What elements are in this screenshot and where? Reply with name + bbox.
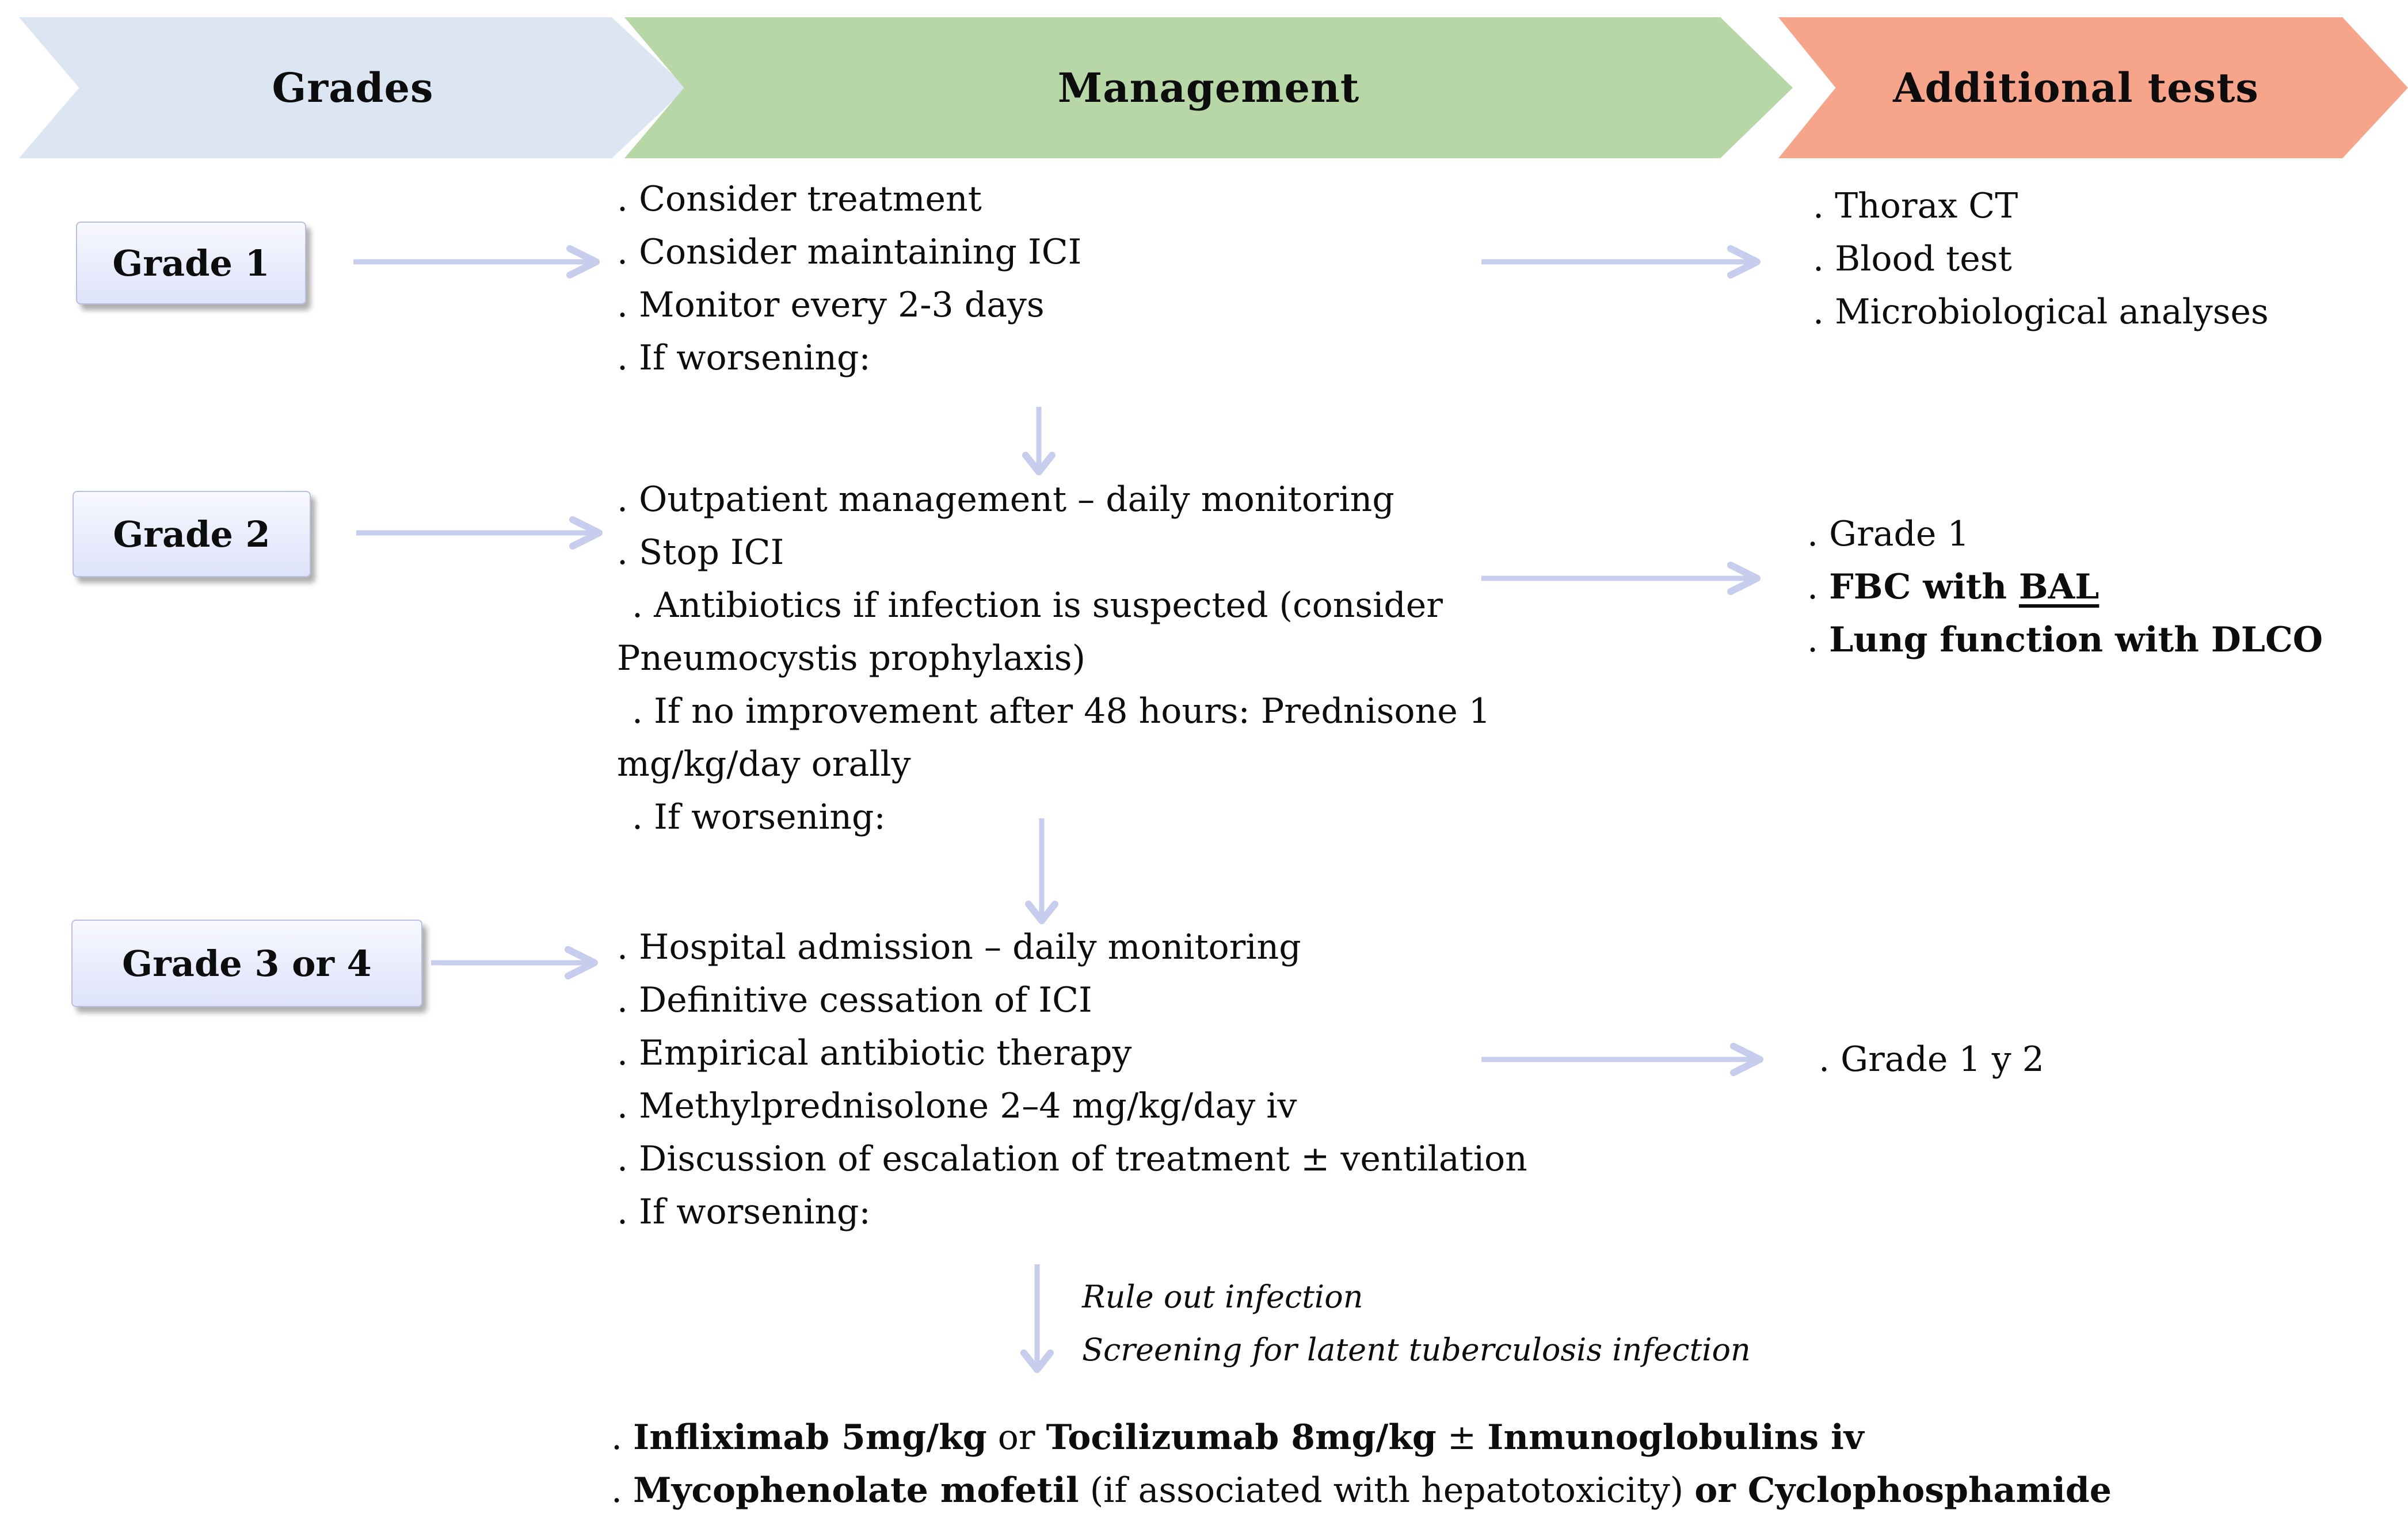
management-line: . If worsening: bbox=[617, 1192, 871, 1232]
arrow-management-to-tests-grade1-icon bbox=[1481, 245, 1761, 279]
final-treatment-line: . Mycophenolate mofetil (if associated w… bbox=[611, 1464, 2112, 1517]
header-band-additional-tests: Additional tests bbox=[1778, 17, 2408, 158]
grade2-management-list: . Outpatient management – daily monitori… bbox=[617, 473, 1491, 844]
management-line: . Outpatient management – daily monitori… bbox=[617, 479, 1394, 520]
management-line: . Monitor every 2-3 days bbox=[617, 285, 1045, 325]
tests-line-underlined-text: BAL bbox=[2018, 567, 2100, 607]
connector-text: ± bbox=[1436, 1417, 1488, 1458]
arrow-down-worsening-2-icon bbox=[1025, 818, 1058, 924]
tests-line: . Grade 1 y 2 bbox=[1819, 1039, 2044, 1080]
tests-line-bullet: . bbox=[1807, 620, 1830, 660]
grade2-box: Grade 2 bbox=[73, 491, 311, 577]
drug-name: Tocilizumab 8mg/kg bbox=[1046, 1417, 1437, 1458]
connector-text: or bbox=[986, 1417, 1046, 1458]
drug-name: Infliximab 5mg/kg bbox=[633, 1417, 987, 1458]
grade3-box: Grade 3 or 4 bbox=[71, 920, 422, 1007]
management-line: . Hospital admission – daily monitoring bbox=[617, 927, 1301, 967]
tests-line-bullet: . bbox=[1807, 567, 1830, 607]
arrow-management-to-tests-grade2-icon bbox=[1481, 562, 1761, 595]
management-line: mg/kg/day orally bbox=[617, 744, 911, 784]
note-line: Rule out infection bbox=[1082, 1279, 1363, 1315]
header-additional-tests-label: Additional tests bbox=[1893, 64, 2259, 112]
final-treatment-list: . Infliximab 5mg/kg or Tocilizumab 8mg/k… bbox=[611, 1411, 2112, 1517]
arrow-down-worsening-1-icon bbox=[1022, 407, 1056, 475]
management-line: . If worsening: bbox=[617, 338, 871, 378]
grade3-label: Grade 3 or 4 bbox=[122, 942, 372, 985]
tests-line: . Thorax CT bbox=[1813, 186, 2018, 226]
tests-line: . Blood test bbox=[1813, 239, 2012, 279]
header-management-label: Management bbox=[1057, 64, 1360, 112]
management-line: . Consider treatment bbox=[617, 179, 982, 219]
management-line: . Antibiotics if infection is suspected … bbox=[632, 585, 1443, 626]
drug-name: Mycophenolate mofetil bbox=[633, 1470, 1079, 1511]
note-line: Screening for latent tuberculosis infect… bbox=[1082, 1332, 1751, 1368]
header-band-management: Management bbox=[624, 17, 1793, 158]
connector-text: (if associated with hepatotoxicity) bbox=[1079, 1470, 1695, 1511]
grade1-box: Grade 1 bbox=[76, 222, 306, 304]
grade1-management-list: . Consider treatment . Consider maintain… bbox=[617, 173, 1081, 384]
drug-name: Inmunoglobulins iv bbox=[1487, 1417, 1864, 1458]
tests-line: . Grade 1 bbox=[1807, 514, 1969, 554]
grade3-management-list: . Hospital admission – daily monitoring … bbox=[617, 921, 1527, 1238]
tests-line: . FBC with BAL bbox=[1807, 560, 2323, 613]
final-line-bullet: . bbox=[611, 1470, 634, 1511]
final-treatment-line: . Infliximab 5mg/kg or Tocilizumab 8mg/k… bbox=[611, 1411, 2112, 1464]
grade2-tests-list: . Grade 1 . FBC with BAL . Lung function… bbox=[1807, 508, 2323, 666]
arrow-grade1-to-management-icon bbox=[353, 245, 600, 279]
management-line: . Empirical antibiotic therapy bbox=[617, 1033, 1132, 1073]
grade1-label: Grade 1 bbox=[112, 242, 270, 284]
management-line: . Definitive cessation of ICI bbox=[617, 980, 1092, 1020]
grade3-tests-list: . Grade 1 y 2 bbox=[1819, 1033, 2044, 1086]
arrow-grade3-to-management-icon bbox=[431, 946, 598, 979]
final-line-bullet: . bbox=[611, 1417, 634, 1458]
tests-line: . Lung function with DLCO bbox=[1807, 613, 2323, 666]
management-line: . Consider maintaining ICI bbox=[617, 232, 1082, 272]
management-line: . Stop ICI bbox=[617, 532, 784, 573]
management-line: . Methylprednisolone 2–4 mg/kg/day iv bbox=[617, 1086, 1297, 1126]
arrow-down-worsening-3-icon bbox=[1020, 1264, 1054, 1373]
management-line: . Discussion of escalation of treatment … bbox=[617, 1139, 1527, 1179]
tests-line-bold-text: FBC with bbox=[1829, 567, 2019, 607]
header-band-grades: Grades bbox=[19, 17, 687, 158]
management-line: Pneumocystis prophylaxis) bbox=[617, 638, 1085, 678]
grade1-tests-list: . Thorax CT . Blood test . Microbiologic… bbox=[1813, 180, 2269, 338]
management-line: . If worsening: bbox=[632, 797, 886, 837]
worsening-note: Rule out infection Screening for latent … bbox=[1082, 1271, 1751, 1377]
header-grades-label: Grades bbox=[272, 64, 434, 112]
tests-line-bold-text: Lung function with DLCO bbox=[1829, 620, 2323, 660]
arrow-grade2-to-management-icon bbox=[356, 516, 603, 550]
tests-line: . Microbiological analyses bbox=[1813, 292, 2269, 332]
arrow-management-to-tests-grade3-icon bbox=[1481, 1043, 1763, 1076]
drug-name: or Cyclophosphamide bbox=[1694, 1470, 2112, 1511]
management-line: . If no improvement after 48 hours: Pred… bbox=[632, 691, 1491, 731]
grade2-label: Grade 2 bbox=[113, 513, 270, 555]
